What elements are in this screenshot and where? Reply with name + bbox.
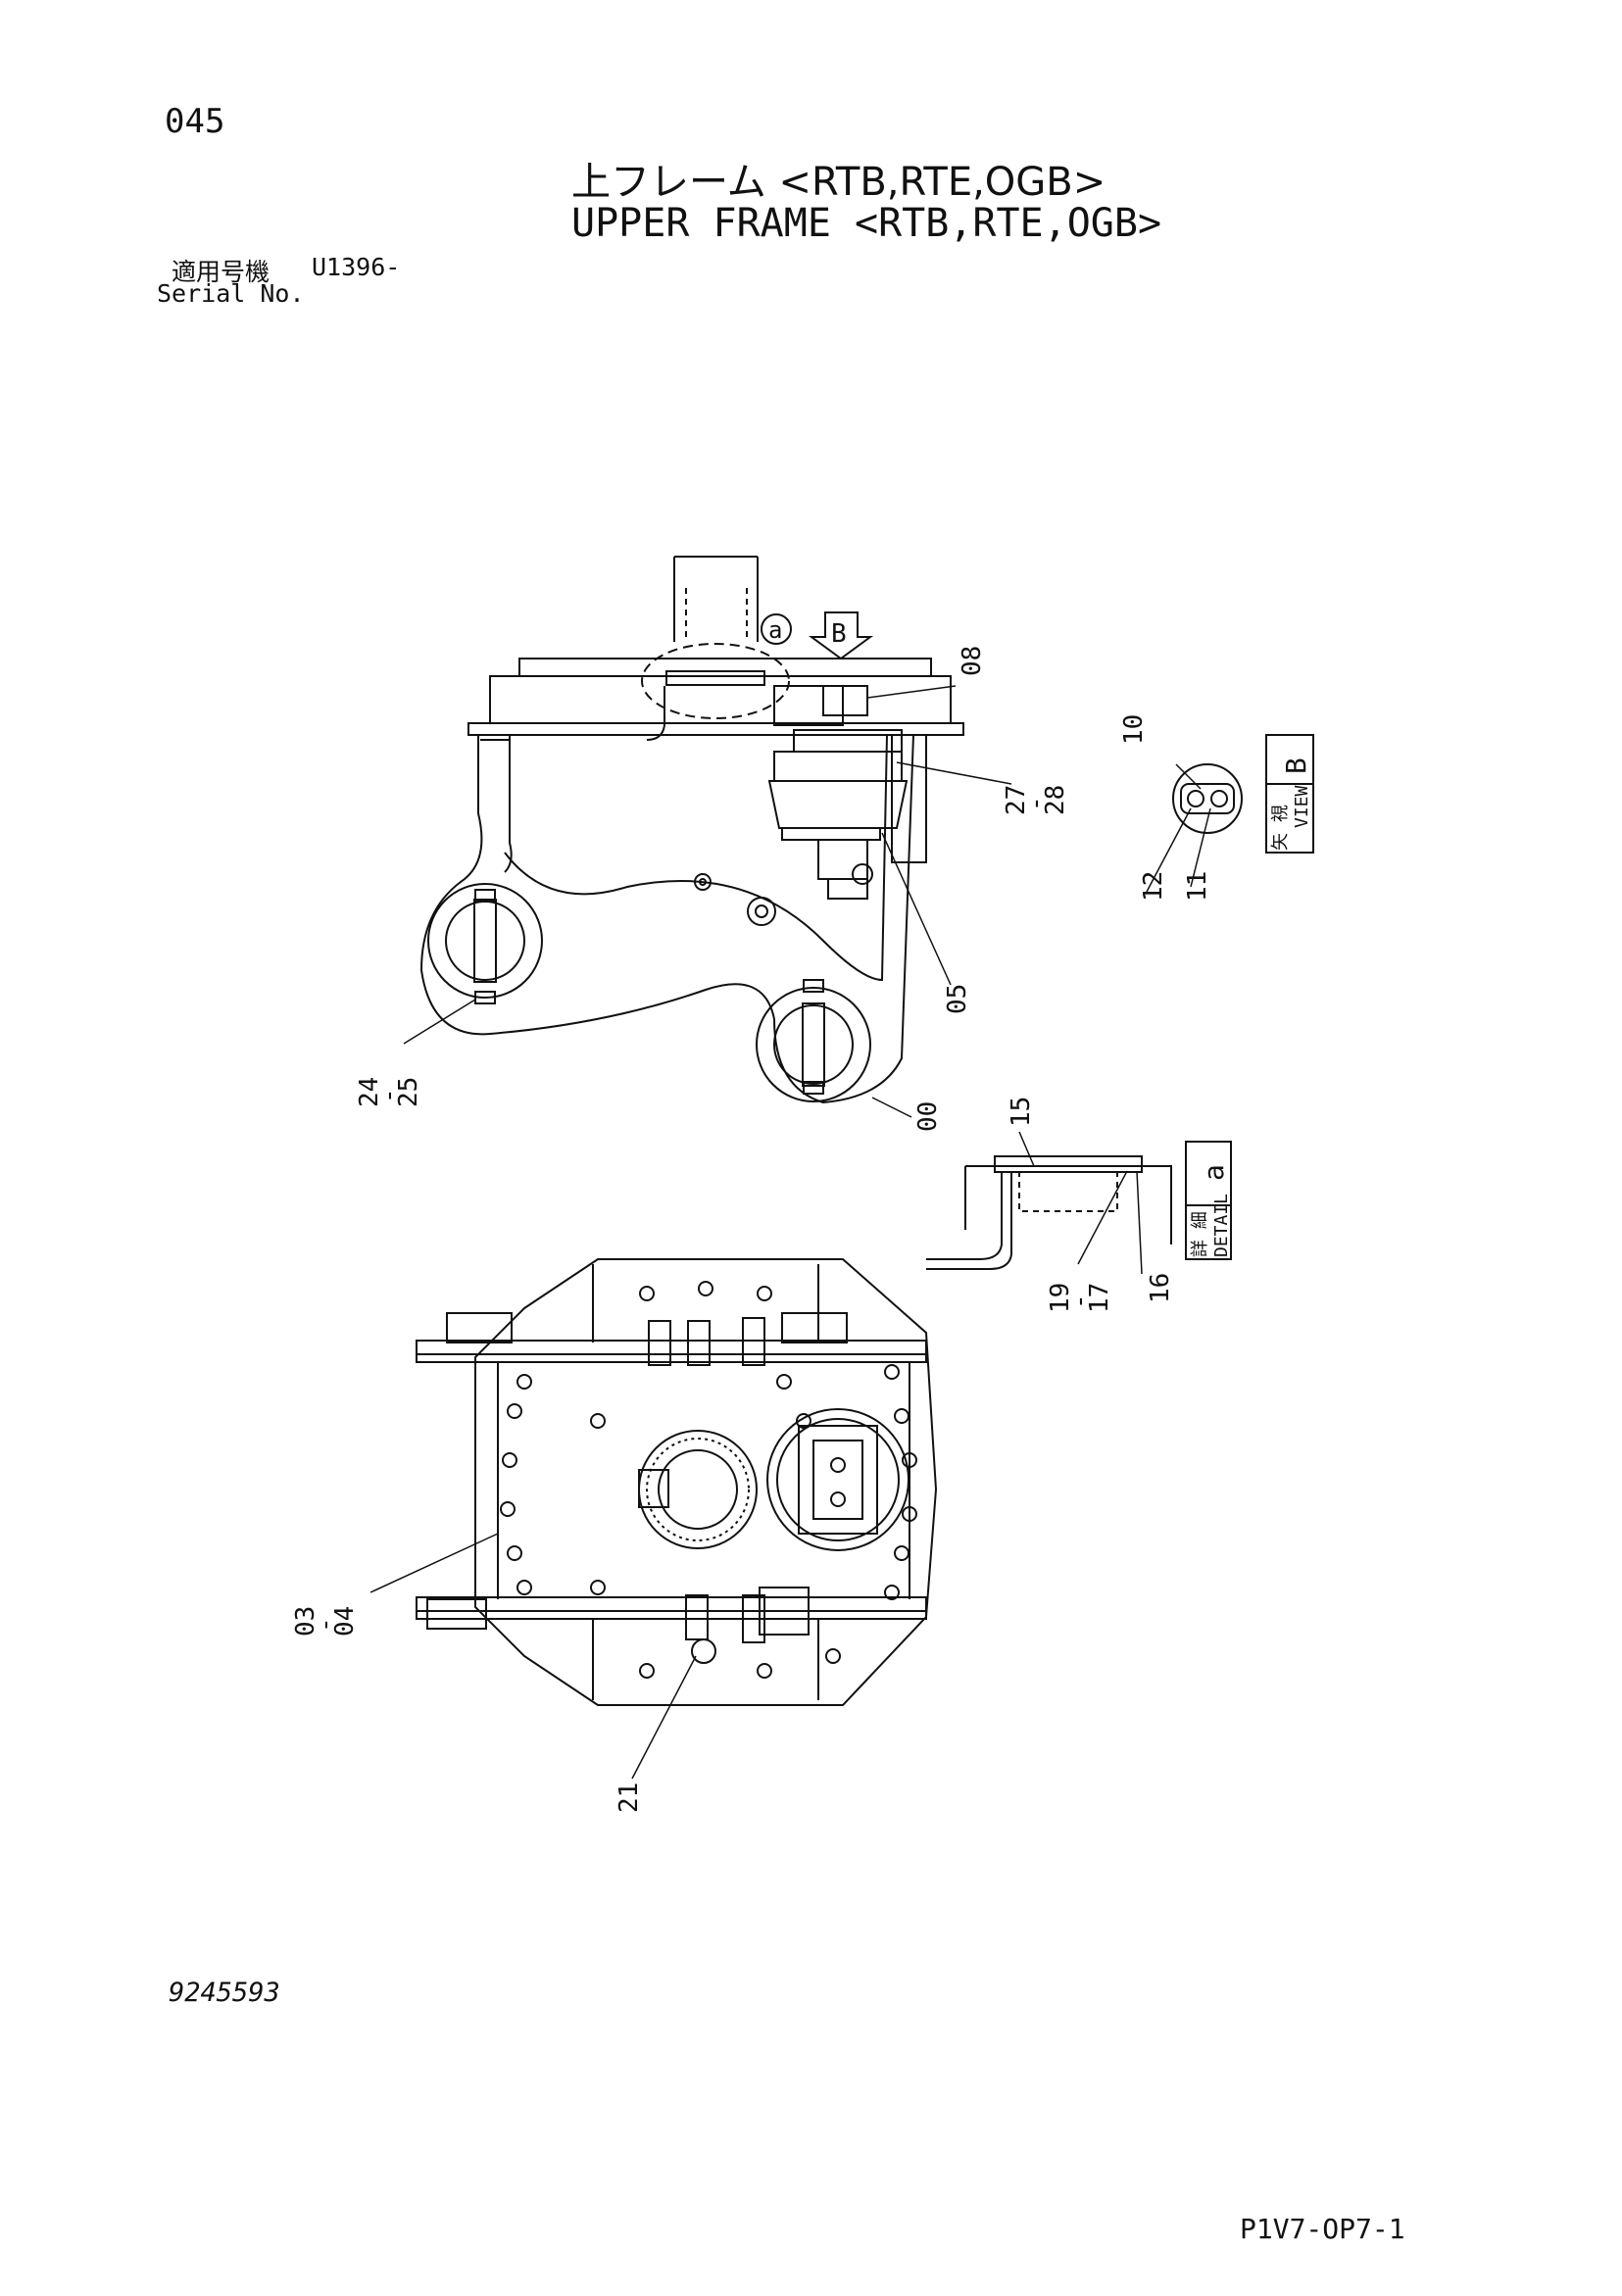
- callout-08: 08: [958, 646, 987, 676]
- leader-lines: [369, 685, 1211, 1780]
- serial-number-value: U1396-: [312, 253, 401, 281]
- marker-b: B: [831, 619, 847, 649]
- svg-text:24: 24: [355, 1077, 384, 1107]
- title-japanese: 上フレーム <RTB,RTE,OGB>: [571, 160, 1106, 205]
- sheet-code: P1V7-OP7-1: [1240, 2213, 1405, 2245]
- svg-text:-: -: [311, 1617, 340, 1633]
- page-number: 045: [165, 102, 225, 141]
- svg-text:詳 細: 詳 細: [1190, 1211, 1210, 1257]
- callout-05: 05: [943, 984, 972, 1014]
- title-english: UPPER FRAME <RTB,RTE,OGB>: [571, 201, 1162, 246]
- svg-text:17: 17: [1085, 1283, 1114, 1313]
- detail-a-label: 詳 細 DETAIL a: [1190, 1164, 1232, 1257]
- svg-text:19: 19: [1046, 1283, 1075, 1313]
- svg-text:a: a: [768, 616, 782, 644]
- callout-19-17: 19 - 17: [1046, 1283, 1114, 1313]
- svg-text:VIEW: VIEW: [1292, 785, 1312, 828]
- side-view: [419, 556, 964, 1104]
- marker-a: a: [761, 613, 792, 645]
- svg-text:矢 視: 矢 視: [1270, 805, 1291, 851]
- svg-text:27: 27: [1002, 785, 1031, 815]
- view-b-label: 矢 視 VIEW B: [1270, 757, 1312, 851]
- callout-10: 10: [1119, 714, 1149, 745]
- callout-24-25: 24 - 25: [355, 1077, 423, 1107]
- callout-15: 15: [1007, 1097, 1036, 1127]
- view-b-detail: [1172, 734, 1314, 854]
- callout-11: 11: [1183, 871, 1212, 902]
- serial-label-english: Serial No.: [157, 279, 305, 308]
- callout-27-28: 27 - 28: [1002, 785, 1070, 815]
- svg-text:a: a: [1198, 1164, 1230, 1181]
- callout-00: 00: [913, 1101, 943, 1132]
- svg-text:03: 03: [291, 1606, 320, 1637]
- callout-03-04: 03 - 04: [291, 1606, 360, 1637]
- svg-text:04: 04: [330, 1606, 360, 1637]
- svg-text:25: 25: [394, 1077, 423, 1107]
- callout-16: 16: [1146, 1273, 1175, 1303]
- serial-label-japanese: 適用号機: [172, 258, 270, 286]
- drawing-number: 9245593: [169, 1978, 280, 2008]
- svg-text:DETAIL: DETAIL: [1211, 1194, 1232, 1257]
- svg-text:-: -: [1065, 1294, 1095, 1309]
- callout-21: 21: [614, 1783, 644, 1813]
- svg-text:-: -: [374, 1088, 404, 1103]
- bolt-holes: [500, 1281, 917, 1679]
- top-view: [416, 1258, 938, 1706]
- callout-12: 12: [1139, 871, 1168, 902]
- svg-text:-: -: [1021, 796, 1051, 811]
- detail-a: [926, 1141, 1232, 1270]
- svg-text:B: B: [1280, 757, 1312, 774]
- svg-text:28: 28: [1041, 785, 1070, 815]
